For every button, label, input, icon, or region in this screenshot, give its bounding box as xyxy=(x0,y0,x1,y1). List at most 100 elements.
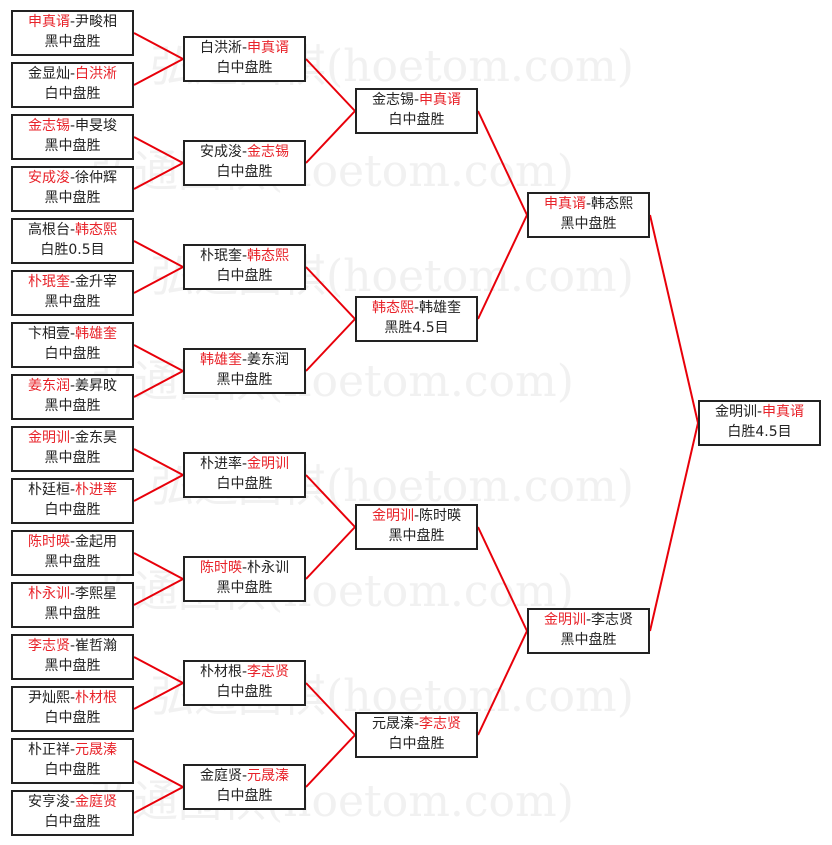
connector-line xyxy=(305,734,356,788)
match-players: 白洪淅-申真谞 xyxy=(185,38,304,58)
match-box-round3-1: 金志锡-申真谞白中盘胜 xyxy=(355,88,478,134)
separator: - xyxy=(756,404,763,420)
player-2: 李志贤 xyxy=(591,612,634,628)
connector-line xyxy=(477,214,528,320)
match-result: 黑中盘胜 xyxy=(44,606,101,622)
match-box-round3-2: 韩态熙-韩雄奎黑胜4.5目 xyxy=(355,296,478,342)
match-result: 白中盘胜 xyxy=(216,164,273,180)
match-box-round1-9: 金明训-金东昊黑中盘胜 xyxy=(11,426,134,472)
match-result: 黑胜4.5目 xyxy=(384,320,449,336)
match-result: 白中盘胜 xyxy=(216,476,273,492)
match-result: 白中盘胜 xyxy=(44,86,101,102)
match-result: 白中盘胜 xyxy=(216,60,273,76)
match-players: 申真谞-尹畯相 xyxy=(13,12,132,32)
player-2: 韩态熙 xyxy=(247,248,290,264)
separator: - xyxy=(69,170,76,186)
connector-line xyxy=(133,786,184,814)
match-box-round2-4: 韩雄奎-姜东润黑中盘胜 xyxy=(183,348,306,394)
separator: - xyxy=(413,716,420,732)
separator: - xyxy=(69,274,76,290)
match-players: 尹灿熙-朴材根 xyxy=(13,688,132,708)
match-players: 金志锡-申真谞 xyxy=(357,90,476,110)
player-1: 朴永训 xyxy=(27,586,70,602)
match-players: 陈时暎-金起用 xyxy=(13,532,132,552)
connector-line xyxy=(133,58,184,86)
match-result: 黑中盘胜 xyxy=(44,34,101,50)
player-1: 安亨浚 xyxy=(27,794,70,810)
match-box-round1-10: 朴廷桓-朴进率白中盘胜 xyxy=(11,478,134,524)
match-box-round2-6: 陈时暎-朴永训黑中盘胜 xyxy=(183,556,306,602)
player-1: 高根台 xyxy=(27,222,70,238)
match-players: 安成浚-金志锡 xyxy=(185,142,304,162)
connector-line xyxy=(133,578,184,606)
connector-line xyxy=(477,110,528,216)
match-players: 韩雄奎-姜东润 xyxy=(185,350,304,370)
match-players: 朴珉奎-金升宰 xyxy=(13,272,132,292)
connector-line xyxy=(133,162,184,190)
connector-line xyxy=(133,32,184,60)
match-result: 黑中盘胜 xyxy=(388,528,445,544)
match-box-round1-2: 金显灿-白洪淅白中盘胜 xyxy=(11,62,134,108)
separator: - xyxy=(585,612,592,628)
match-box-round1-16: 安亨浚-金庭贤白中盘胜 xyxy=(11,790,134,836)
match-box-round1-5: 高根台-韩态熙白胜0.5目 xyxy=(11,218,134,264)
match-box-round4-2: 金明训-李志贤黑中盘胜 xyxy=(527,608,650,654)
player-1: 李志贤 xyxy=(27,638,70,654)
separator: - xyxy=(241,768,248,784)
player-1: 韩雄奎 xyxy=(199,352,242,368)
separator: - xyxy=(69,534,76,550)
connector-line xyxy=(133,656,184,684)
player-1: 朴廷桓 xyxy=(27,482,70,498)
player-2: 金起用 xyxy=(75,534,118,550)
connector-line xyxy=(305,526,356,580)
match-players: 金显灿-白洪淅 xyxy=(13,64,132,84)
player-2: 李志贤 xyxy=(419,716,462,732)
separator: - xyxy=(69,378,76,394)
player-2: 元晟溱 xyxy=(247,768,290,784)
match-result: 白中盘胜 xyxy=(388,112,445,128)
match-result: 黑中盘胜 xyxy=(44,138,101,154)
match-result: 黑中盘胜 xyxy=(44,554,101,570)
match-result: 黑中盘胜 xyxy=(216,580,273,596)
player-1: 朴进率 xyxy=(199,456,242,472)
player-1: 元晟溱 xyxy=(371,716,414,732)
player-1: 朴珉奎 xyxy=(27,274,70,290)
connector-line xyxy=(133,370,184,398)
match-result: 黑中盘胜 xyxy=(44,294,101,310)
match-result: 黑中盘胜 xyxy=(560,216,617,232)
player-2: 朴永训 xyxy=(247,560,290,576)
separator: - xyxy=(241,456,248,472)
match-players: 陈时暎-朴永训 xyxy=(185,558,304,578)
player-2: 徐仲辉 xyxy=(75,170,118,186)
separator: - xyxy=(69,326,76,342)
connector-line xyxy=(133,266,184,294)
match-box-round2-1: 白洪淅-申真谞白中盘胜 xyxy=(183,36,306,82)
connector-line xyxy=(305,474,356,528)
player-1: 安成浚 xyxy=(27,170,70,186)
match-box-round1-7: 卞相壹-韩雄奎白中盘胜 xyxy=(11,322,134,368)
match-players: 朴材根-李志贤 xyxy=(185,662,304,682)
player-2: 金升宰 xyxy=(75,274,118,290)
match-result: 黑中盘胜 xyxy=(44,450,101,466)
player-1: 金显灿 xyxy=(27,66,70,82)
player-2: 金志锡 xyxy=(247,144,290,160)
separator: - xyxy=(585,196,592,212)
match-box-round1-12: 朴永训-李熙星黑中盘胜 xyxy=(11,582,134,628)
separator: - xyxy=(241,248,248,264)
match-players: 姜东润-姜昇旼 xyxy=(13,376,132,396)
match-box-round2-5: 朴进率-金明训白中盘胜 xyxy=(183,452,306,498)
connector-line xyxy=(305,266,356,320)
match-result: 白中盘胜 xyxy=(388,736,445,752)
match-result: 黑中盘胜 xyxy=(44,190,101,206)
match-box-round3-3: 金明训-陈时暎黑中盘胜 xyxy=(355,504,478,550)
player-2: 韩雄奎 xyxy=(75,326,118,342)
separator: - xyxy=(69,742,76,758)
separator: - xyxy=(69,222,76,238)
match-box-round2-2: 安成浚-金志锡白中盘胜 xyxy=(183,140,306,186)
player-2: 朴材根 xyxy=(75,690,118,706)
separator: - xyxy=(69,66,76,82)
player-1: 朴珉奎 xyxy=(199,248,242,264)
match-result: 黑中盘胜 xyxy=(216,372,273,388)
